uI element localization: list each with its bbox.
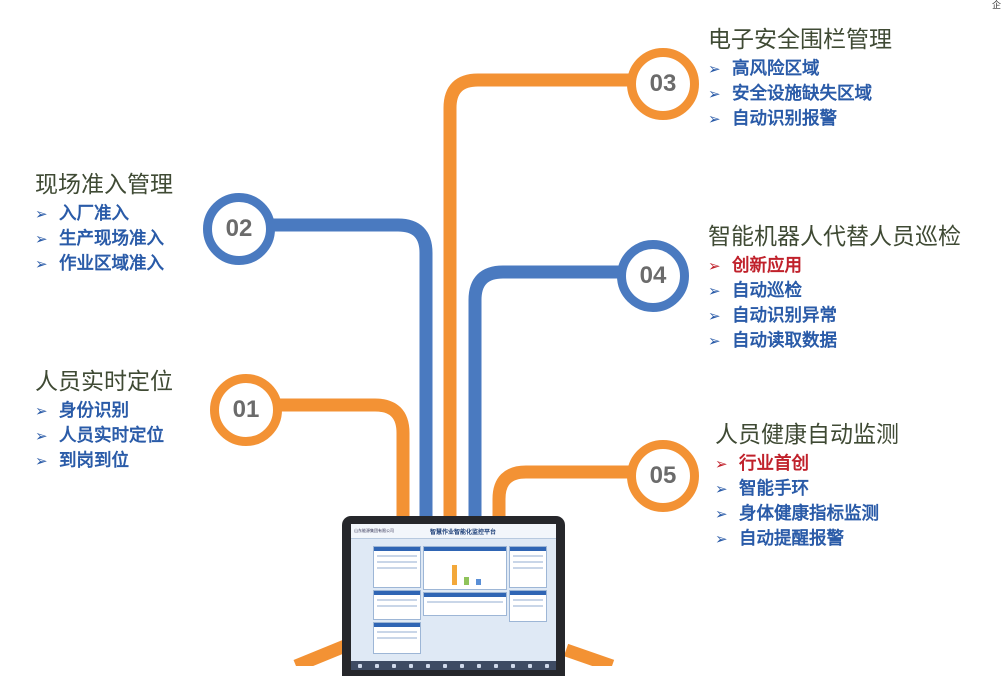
arrow-icon: ➢ bbox=[35, 230, 48, 248]
item-label: 创新应用 bbox=[732, 256, 802, 276]
screen-panel bbox=[373, 622, 421, 654]
connector-02 bbox=[268, 218, 433, 666]
item-label: 入厂准入 bbox=[59, 204, 129, 224]
group-title: 电子安全围栏管理 bbox=[708, 27, 892, 53]
group-04: 智能机器人代替人员巡检 ➢ 创新应用 ➢ 自动巡检 ➢ 自动识别异常 ➢ 自动读取数据 bbox=[708, 222, 961, 354]
list-item: ➢ 行业首创 bbox=[715, 452, 899, 477]
item-label: 自动读取数据 bbox=[732, 331, 837, 351]
group-title: 人员健康自动监测 bbox=[715, 422, 899, 448]
list-item: ➢ 自动提醒报警 bbox=[715, 527, 899, 552]
item-label: 作业区域准入 bbox=[59, 254, 164, 274]
item-label: 自动提醒报警 bbox=[739, 529, 844, 549]
group-03: 电子安全围栏管理 ➢ 高风险区域 ➢ 安全设施缺失区域 ➢ 自动识别报警 bbox=[708, 25, 892, 132]
item-label: 智能手环 bbox=[739, 479, 809, 499]
item-label: 身份识别 bbox=[59, 401, 129, 421]
list-item: ➢ 作业区域准入 bbox=[35, 252, 173, 277]
arrow-icon: ➢ bbox=[708, 60, 721, 78]
item-label: 身体健康指标监测 bbox=[739, 504, 879, 524]
item-label: 人员实时定位 bbox=[59, 426, 164, 446]
arrow-icon: ➢ bbox=[35, 402, 48, 420]
connector-stub-left bbox=[293, 639, 348, 666]
arrow-icon: ➢ bbox=[708, 110, 721, 128]
group-title: 人员实时定位 bbox=[35, 369, 173, 395]
list-item: ➢ 高风险区域 bbox=[708, 57, 892, 82]
item-list: ➢ 创新应用 ➢ 自动巡检 ➢ 自动识别异常 ➢ 自动读取数据 bbox=[708, 254, 961, 354]
item-label: 行业首创 bbox=[739, 454, 809, 474]
arrow-icon: ➢ bbox=[708, 307, 721, 325]
item-label: 到岗到位 bbox=[59, 451, 129, 471]
corner-text: 企 bbox=[991, 1, 1001, 11]
list-item: ➢ 入厂准入 bbox=[35, 202, 173, 227]
list-item: ➢ 到岗到位 bbox=[35, 449, 173, 474]
item-list: ➢ 行业首创 ➢ 智能手环 ➢ 身体健康指标监测 ➢ 自动提醒报警 bbox=[715, 452, 899, 552]
badge-03: 03 bbox=[627, 48, 699, 120]
arrow-icon: ➢ bbox=[708, 332, 721, 350]
screen-chart-panel bbox=[423, 546, 507, 590]
screen-panel bbox=[373, 546, 421, 588]
badge-04: 04 bbox=[617, 240, 689, 312]
screen-panel bbox=[423, 592, 507, 616]
arrow-icon: ➢ bbox=[715, 480, 728, 498]
screen-panel bbox=[509, 546, 547, 588]
connector-01 bbox=[268, 398, 410, 666]
group-02: 现场准入管理 ➢ 入厂准入 ➢ 生产现场准入 ➢ 作业区域准入 bbox=[35, 170, 173, 277]
list-item: ➢ 自动识别异常 bbox=[708, 304, 961, 329]
group-title: 现场准入管理 bbox=[35, 172, 173, 198]
list-item: ➢ 自动巡检 bbox=[708, 279, 961, 304]
arrow-icon: ➢ bbox=[35, 205, 48, 223]
laptop-screen: 山东能源集团有限公司 智慧作业智能化监控平台 bbox=[351, 524, 556, 670]
item-label: 高风险区域 bbox=[732, 59, 820, 79]
item-label: 安全设施缺失区域 bbox=[732, 84, 872, 104]
badge-05: 05 bbox=[627, 440, 699, 512]
item-label: 自动识别报警 bbox=[732, 109, 837, 129]
item-label: 自动识别异常 bbox=[732, 306, 837, 326]
arrow-icon: ➢ bbox=[708, 85, 721, 103]
list-item: ➢ 自动读取数据 bbox=[708, 329, 961, 354]
list-item: ➢ 智能手环 bbox=[715, 477, 899, 502]
arrow-icon: ➢ bbox=[715, 505, 728, 523]
list-item: ➢ 安全设施缺失区域 bbox=[708, 82, 892, 107]
screen-logo: 山东能源集团有限公司 bbox=[354, 528, 394, 533]
item-list: ➢ 高风险区域 ➢ 安全设施缺失区域 ➢ 自动识别报警 bbox=[708, 57, 892, 132]
screen-title: 智慧作业智能化监控平台 bbox=[430, 528, 497, 536]
arrow-icon: ➢ bbox=[708, 257, 721, 275]
connector-05 bbox=[492, 465, 634, 666]
item-label: 自动巡检 bbox=[732, 281, 802, 301]
list-item: ➢ 创新应用 bbox=[708, 254, 961, 279]
connector-stub-right bbox=[563, 643, 615, 666]
group-title: 智能机器人代替人员巡检 bbox=[708, 224, 961, 250]
item-list: ➢ 身份识别 ➢ 人员实时定位 ➢ 到岗到位 bbox=[35, 399, 173, 474]
screen-panel bbox=[373, 590, 421, 620]
arrow-icon: ➢ bbox=[715, 455, 728, 473]
arrow-icon: ➢ bbox=[708, 282, 721, 300]
arrow-icon: ➢ bbox=[715, 530, 728, 548]
arrow-icon: ➢ bbox=[35, 427, 48, 445]
list-item: ➢ 自动识别报警 bbox=[708, 107, 892, 132]
badge-01: 01 bbox=[210, 374, 282, 446]
list-item: ➢ 生产现场准入 bbox=[35, 227, 173, 252]
arrow-icon: ➢ bbox=[35, 255, 48, 273]
group-01: 人员实时定位 ➢ 身份识别 ➢ 人员实时定位 ➢ 到岗到位 bbox=[35, 367, 173, 474]
arrow-icon: ➢ bbox=[35, 452, 48, 470]
screen-panel bbox=[509, 590, 547, 622]
badge-02: 02 bbox=[203, 193, 275, 265]
item-list: ➢ 入厂准入 ➢ 生产现场准入 ➢ 作业区域准入 bbox=[35, 202, 173, 277]
laptop-image: 山东能源集团有限公司 智慧作业智能化监控平台 bbox=[342, 516, 565, 676]
list-item: ➢ 人员实时定位 bbox=[35, 424, 173, 449]
item-label: 生产现场准入 bbox=[59, 229, 164, 249]
connector-04 bbox=[468, 265, 625, 666]
list-item: ➢ 身体健康指标监测 bbox=[715, 502, 899, 527]
connector-03 bbox=[443, 73, 634, 666]
screen-header: 山东能源集团有限公司 智慧作业智能化监控平台 bbox=[351, 524, 556, 539]
group-05: 人员健康自动监测 ➢ 行业首创 ➢ 智能手环 ➢ 身体健康指标监测 ➢ 自动提醒报警 bbox=[715, 420, 899, 552]
list-item: ➢ 身份识别 bbox=[35, 399, 173, 424]
